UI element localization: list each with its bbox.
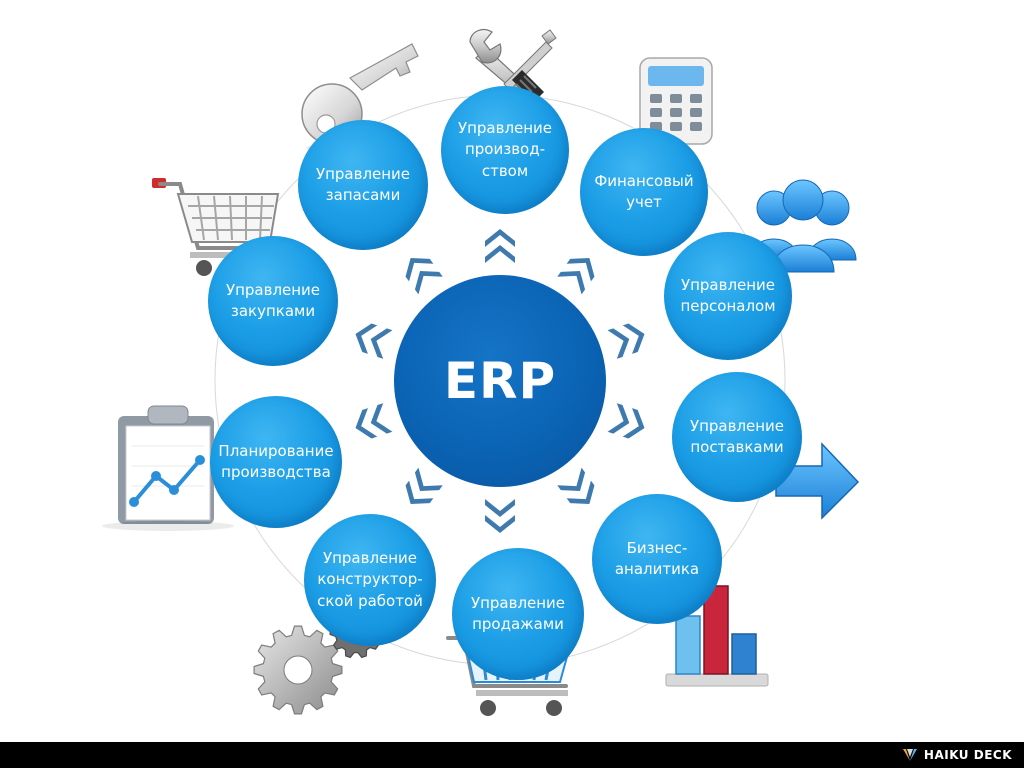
node-supply-label: Управление поставками <box>689 416 785 456</box>
chevron-arrow-planning <box>355 403 393 439</box>
node-supply: Управление поставками <box>672 372 802 502</box>
clipboard-chart-icon <box>102 405 234 531</box>
chevron-arrows <box>355 229 645 533</box>
node-personnel-label: Управление персоналом <box>680 275 776 315</box>
brand-label: HAIKU DECK <box>923 748 1012 762</box>
node-production: Управление производ- ством <box>441 86 569 214</box>
node-bi-label: Бизнес- аналитика <box>614 538 700 578</box>
bar-chart-icon <box>665 585 769 687</box>
footer-bar <box>0 742 1024 768</box>
node-inventory: Управление запасами <box>298 120 428 250</box>
node-bi: Бизнес- аналитика <box>592 494 722 624</box>
node-personnel: Управление персоналом <box>664 232 792 360</box>
chevron-arrow-supply <box>607 403 645 439</box>
node-finance-label: Финансовый учет <box>594 171 694 211</box>
node-production-label: Управление производ- ством <box>457 119 553 180</box>
chevron-arrow-design <box>405 467 443 504</box>
arrow-right-icon <box>775 442 860 520</box>
node-design: Управление конструктор- ской работой <box>304 514 436 646</box>
node-inventory-label: Управление запасами <box>315 164 411 204</box>
node-purchasing-label: Управление закупками <box>225 280 321 320</box>
haiku-deck-logo <box>902 749 917 761</box>
node-design-label: Управление конструктор- ской работой <box>317 549 423 610</box>
node-planning: Планирование производства <box>210 396 342 528</box>
shopping-cart-icon <box>152 178 280 276</box>
brand-badge: HAIKU DECK <box>902 748 1012 762</box>
node-sales-label: Управление продажами <box>470 593 566 633</box>
chevron-arrow-purchasing <box>355 323 393 359</box>
chevron-arrow-production <box>485 229 515 263</box>
chevron-arrow-bi <box>557 467 595 504</box>
node-sales: Управление продажами <box>452 548 584 680</box>
node-purchasing: Управление закупками <box>208 236 338 366</box>
erp-label: ERP <box>443 352 557 410</box>
chevron-arrow-inventory <box>405 258 443 295</box>
erp-center-node: ERP <box>394 275 606 487</box>
chevron-arrow-finance <box>557 258 595 295</box>
chevron-arrow-sales <box>485 499 515 533</box>
node-finance: Финансовый учет <box>580 128 708 256</box>
chevron-arrow-personnel <box>607 323 645 359</box>
node-planning-label: Планирование производства <box>218 441 334 481</box>
erp-diagram: ERP Управление производ- ством Финансовы… <box>0 0 1024 742</box>
